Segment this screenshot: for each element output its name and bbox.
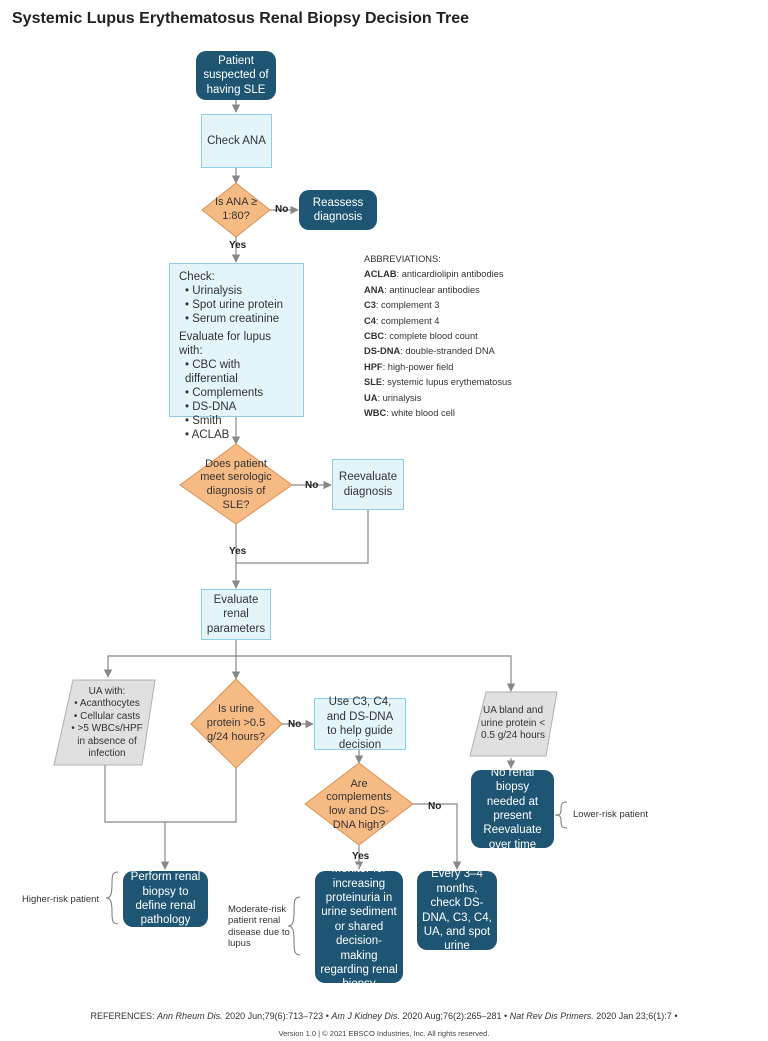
use-c3-box: Use C3, C4, and DS-DNA to help guide dec… [314,696,406,751]
abbreviation-item: WBC: white blood cell [364,407,455,418]
ana-decision-text: Is ANA ≥ 1:80? [214,196,258,222]
reference-journal: Am J Kidney Dis. [331,1011,400,1021]
ana-decision-diamond [201,182,271,238]
abbreviation-item: CBC: complete blood count [364,330,478,341]
version-copyright: Version 1.0 | © 2021 EBSCO Industries, I… [278,1029,490,1038]
evaluate-item: • CBC with differential [185,359,241,386]
reference-journal: Ann Rheum Dis. [157,1011,223,1021]
complements-decision-text: Are complements low and DS-DNA high? [326,777,392,831]
check-heading: Check: [179,271,215,283]
abbreviation-item: C3: complement 3 [364,300,440,311]
reassess-node: Reassess diagnosis [299,190,377,230]
yes-label: Yes [229,240,247,251]
reference-separator: • [504,1011,508,1021]
evaluate-heading: Evaluate for lupus with: [179,331,272,358]
reevaluate-box: Reevaluate diagnosis [332,459,404,510]
evaluate-item: • DS-DNA [185,401,237,414]
abbreviation-item: UA: urinalysis [364,392,422,403]
check-ana-box: Check ANA [201,114,272,168]
evaluate-renal-box: Evaluate renal parameters [201,589,271,640]
ua-bland-shape [469,691,558,757]
page-title: Systemic Lupus Erythematosus Renal Biops… [12,10,470,27]
serologic-decision-text: Does patient meet serologic diagnosis of… [200,457,272,511]
reference-separator: • [325,1011,329,1021]
abbreviations-heading: ABBREVIATIONS: [364,254,441,264]
abbreviation-item: C4: complement 4 [364,315,440,326]
evaluate-item: • ACLAB [185,429,230,442]
ua-with-shape [53,679,156,766]
urine-protein-decision-diamond [190,678,283,769]
yes-label: Yes [352,851,370,862]
abbreviations-list: ABBREVIATIONS: ACLAB: anticardiolipin an… [364,254,512,423]
serologic-decision-diamond [179,443,293,525]
no-biopsy-node: No renal biopsy needed at present Reeval… [471,767,554,851]
reference-journal: Nat Rev Dis Primers. [509,1011,594,1021]
reference-citation: 2020 Jun;79(6):713–723 [225,1011,324,1021]
references-label: REFERENCES: [90,1011,155,1021]
reference-separator: • [674,1011,678,1021]
moderate-risk-label: Moderate-risk patient renal disease due … [228,904,290,950]
abbreviation-item: DS-DNA: double-stranded DNA [364,346,495,357]
abbreviation-item: ANA: antinuclear antibodies [364,284,480,295]
evaluate-item: • Complements [185,387,264,400]
references-line: REFERENCES: Ann Rheum Dis. 2020 Jun;79(6… [0,1011,768,1021]
yes-label: Yes [229,546,247,557]
check-evaluate-box: Check: • Urinalysis • Spot urine protein… [169,263,304,441]
check-item: • Serum creatinine [185,313,280,326]
no-label: No [305,480,319,491]
abbreviation-item: ACLAB: anticardiolipin antibodies [364,269,504,280]
urine-protein-decision-text: Is urine protein >0.5 g/24 hours? [206,703,266,743]
perform-biopsy-node: Perform renal biopsy to define renal pat… [123,871,208,927]
start-node: Patient suspected of having SLE [196,51,276,100]
abbreviation-item: HPF: high-power field [364,361,454,372]
evaluate-item: • Smith [185,415,222,428]
ua-bland-text: UA bland and urine protein < 0.5 g/24 ho… [480,705,546,742]
ua-with-text: UA with: • Acanthocytes • Cellular casts… [71,685,143,760]
reference-citation: 2020 Aug;76(2):265–281 [402,1011,502,1021]
every-3-4-node: Every 3–4 months, check DS-DNA, C3, C4, … [417,868,497,952]
no-label: No [428,801,442,812]
no-label: No [275,204,289,215]
check-item: • Urinalysis [185,285,243,298]
complements-decision-diamond [304,762,414,846]
check-item: • Spot urine protein [185,299,284,312]
higher-risk-label: Higher-risk patient [22,894,100,905]
lower-risk-label: Lower-risk patient [573,809,648,820]
monitor-node: Monitor for increasing proteinuria in ur… [315,863,403,990]
reference-citation: 2020 Jan 23;6(1):7 [596,1011,672,1021]
no-label: No [288,719,302,730]
abbreviation-item: SLE: systemic lupus erythematosus [364,377,512,388]
